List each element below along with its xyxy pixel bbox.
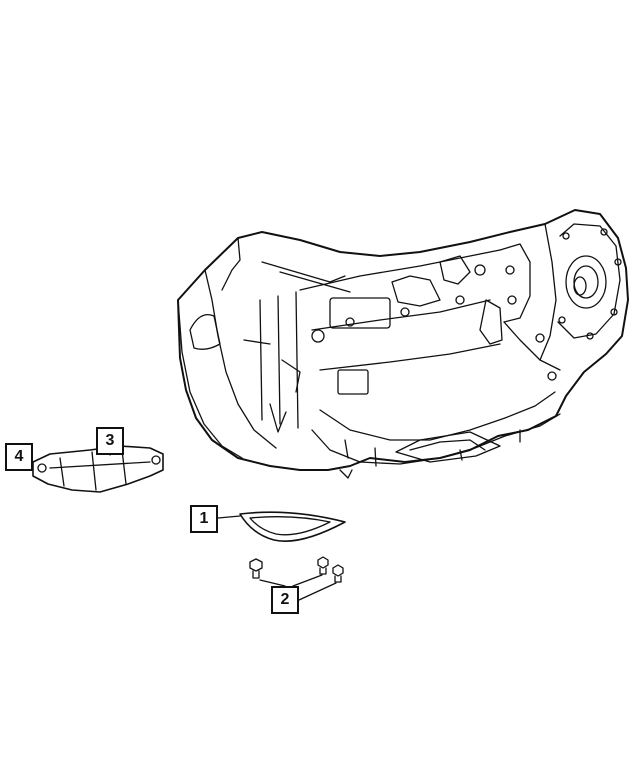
leader-line-1 [217,515,241,519]
callout-4: 4 [5,443,33,471]
leader-line-2b [292,574,323,587]
cover-plate [239,511,346,542]
heat-shield [32,445,164,493]
transmission-assembly [177,209,629,479]
leader-line-2c [298,582,337,601]
callout-1: 1 [190,505,218,533]
callout-3: 3 [96,427,124,455]
leader-line-2a [259,579,286,587]
callout-2: 2 [271,586,299,614]
bolt-2 [317,556,329,575]
bolt-3 [332,564,344,583]
bolt [249,558,263,579]
